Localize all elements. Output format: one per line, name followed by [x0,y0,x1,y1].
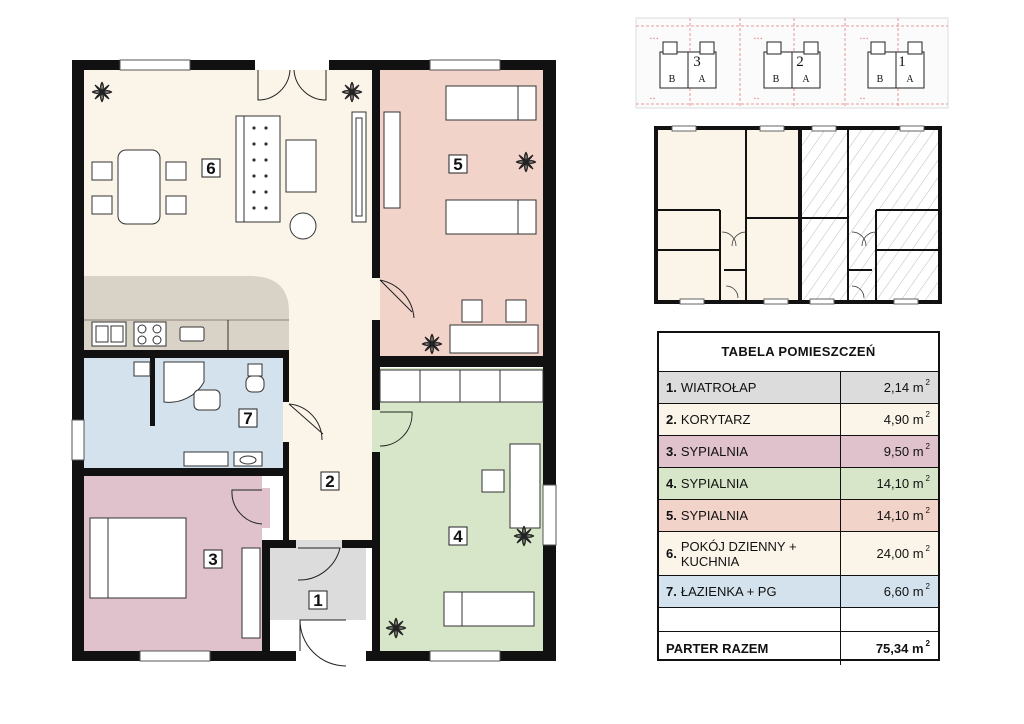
row-number: 2. [666,412,677,427]
row-unit: m [912,584,924,599]
total-area-value: 75,34 [875,641,909,656]
svg-text:▪ ▪: ▪ ▪ [860,96,865,102]
svg-text:▪ ▪: ▪ ▪ [754,96,759,102]
row-area-value: 2,14 [883,380,910,395]
svg-text:▪ ▪: ▪ ▪ [650,96,655,102]
room-2-number: 2 [325,472,334,491]
row-number: 5. [666,508,677,523]
room-4-number: 4 [453,527,463,546]
furniture [89,85,544,639]
total-unit-exp: 2 [925,639,930,648]
spacer-area [841,608,938,631]
svg-text:▪ ▪ ▪: ▪ ▪ ▪ [860,36,868,42]
row-label: 2.KORYTARZ [659,404,841,435]
row-name: WIATROŁAP [680,380,757,395]
row-unit-exp: 2 [925,474,930,483]
row-name: KORYTARZ [680,412,751,427]
row-unit-exp: 2 [925,544,930,553]
site-unit-3-letter-b: B [669,74,676,85]
total-unit: m [911,641,924,656]
row-label: 3.SYPIALNIA [659,436,841,467]
row-number: 4. [666,476,677,491]
site-unit-2-letter-a: A [802,74,810,85]
row-unit-exp: 2 [925,442,930,451]
site-unit-2-letter-b: B [773,74,780,85]
row-unit: m [912,380,924,395]
row-unit: m [912,546,924,561]
row-area-value: 14,10 [876,476,910,491]
room-7-number: 7 [243,409,252,428]
row-label: 7.ŁAZIENKA + PG [659,576,841,607]
row-number: 1. [666,380,677,395]
row-name: SYPIALNIA [680,508,749,523]
site-unit-1-number: 1 [898,54,906,70]
row-unit: m [912,444,924,459]
row-name: SYPIALNIA [680,444,749,459]
room-1-number: 1 [313,591,322,610]
room-5-number: 5 [453,155,462,174]
key-plan [654,125,942,305]
room-3-number: 3 [208,550,217,569]
table-spacer-row [659,608,938,632]
row-label: 1.WIATROŁAP [659,372,841,403]
row-unit-exp: 2 [925,410,930,419]
room-6-number: 6 [206,159,215,178]
site-unit-3-letter-a: A [698,74,706,85]
row-number: 6. [666,546,677,561]
row-area-value: 14,10 [876,508,910,523]
room-2-fill [286,352,372,542]
total-label: PARTER RAZEM [659,632,841,665]
spacer-label [659,608,841,631]
row-area-value: 6,60 [883,584,910,599]
row-unit-exp: 2 [925,506,930,515]
row-label: 6.POKÓJ DZIENNY + KUCHNIA [659,532,841,575]
row-unit-exp: 2 [925,378,930,387]
row-unit: m [912,412,924,427]
row-label: 5.SYPIALNIA [659,500,841,531]
row-unit-exp: 2 [925,582,930,591]
row-number: 7. [666,584,677,599]
site-plan: ▪ ▪ ▪▪ ▪ ▪▪ ▪ ▪ ▪ ▪▪ ▪▪ ▪ 3 B A 2 B A 1 … [635,17,949,109]
row-unit: m [912,508,924,523]
row-unit: m [912,476,924,491]
row-area-value: 9,50 [883,444,910,459]
row-name: ŁAZIENKA + PG [680,584,777,599]
site-unit-2-number: 2 [796,54,804,70]
site-unit-3-number: 3 [693,54,701,70]
row-area-value: 24,00 [876,546,910,561]
table-title: TABELA POMIESZCZEŃ [659,333,938,372]
row-name: SYPIALNIA [680,476,749,491]
row-label: 4.SYPIALNIA [659,468,841,499]
row-name: POKÓJ DZIENNY + KUCHNIA [680,538,797,569]
site-unit-1-letter-b: B [877,74,884,85]
svg-text:▪ ▪ ▪: ▪ ▪ ▪ [650,36,658,42]
room-number-labels: 6 5 7 2 4 3 1 [201,154,468,610]
site-unit-1-letter-a: A [906,74,914,85]
windows [71,59,557,662]
row-area-value: 4,90 [883,412,910,427]
svg-text:▪ ▪ ▪: ▪ ▪ ▪ [754,36,762,42]
doors [231,60,415,667]
row-number: 3. [666,444,677,459]
